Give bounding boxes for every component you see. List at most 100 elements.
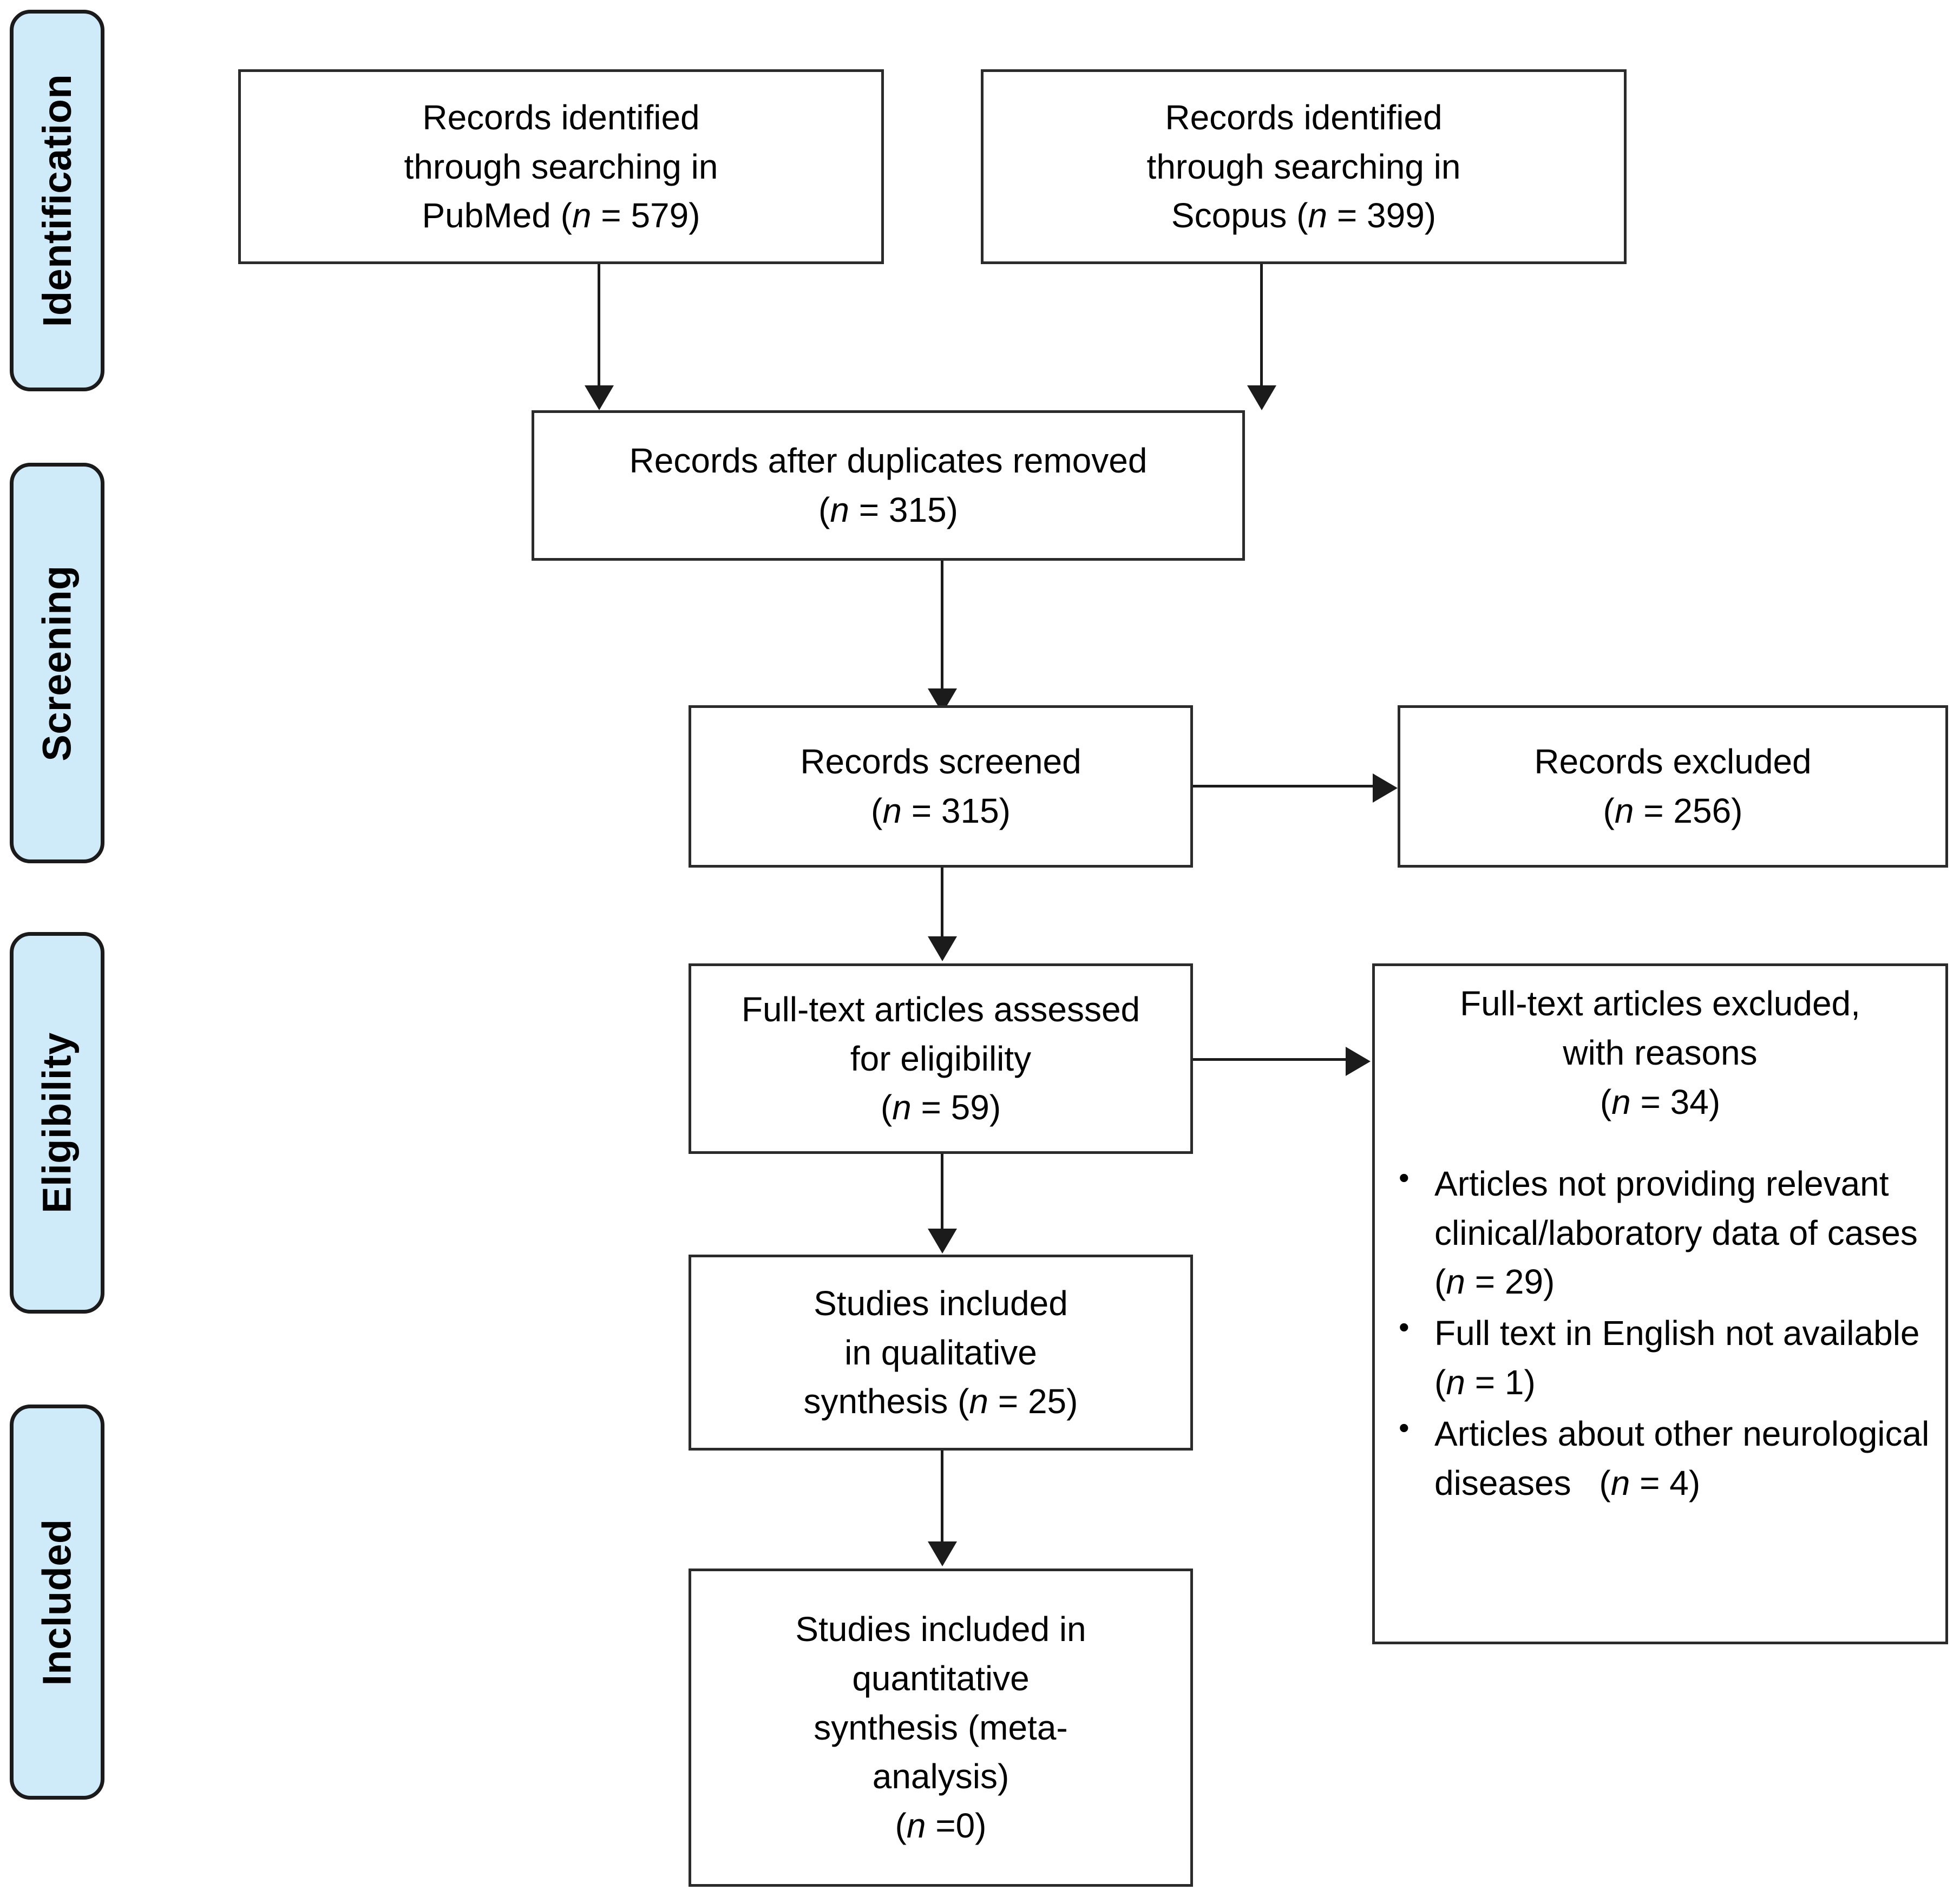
reason-0-count-post: = 29): [1465, 1262, 1555, 1302]
reasons-n-symbol: n: [1611, 1082, 1631, 1121]
scopus-line-3: Scopus (n = 399): [1171, 191, 1436, 240]
exclusion-reasons-list: Articles not providing relevant clinical…: [1389, 1156, 1931, 1510]
arrowhead-screened-to-excluded: [1373, 773, 1398, 803]
excluded-line-2: (n = 256): [1603, 786, 1743, 836]
box-fulltext-excluded-with-reasons: Full-text articles excluded, with reason…: [1372, 963, 1948, 1644]
qualitative-line-1: Studies included: [814, 1283, 1068, 1323]
reasons-heading: Full-text articles excluded, with reason…: [1389, 979, 1931, 1127]
connector-screened-to-fulltext: [941, 868, 943, 940]
reasons-line-2: with reasons: [1563, 1033, 1758, 1072]
reason-2-count-pre: (: [1599, 1463, 1611, 1502]
screened-n-symbol: n: [882, 791, 902, 830]
phase-label-included: Included: [10, 1405, 104, 1800]
arrowhead-qualitative-to-quantitative: [928, 1541, 957, 1566]
duplicates-line-2: (n = 315): [818, 485, 958, 535]
box-records-screened: Records screened (n = 315): [689, 705, 1193, 868]
reasons-count-pre: (: [1600, 1082, 1612, 1121]
duplicates-count-pre: (: [818, 490, 830, 529]
reason-1-line-c: available (n = 1): [1434, 1314, 1920, 1402]
excluded-line-1: Records excluded: [1534, 742, 1812, 782]
reason-0-line-b: relevant clinical/laboratory: [1434, 1164, 1889, 1252]
reason-2-line-c: (n = 4): [1581, 1459, 1700, 1508]
phase-label-included-text: Included: [35, 1518, 80, 1686]
qualitative-count-post: = 25): [988, 1382, 1078, 1421]
fulltext-count-post: = 59): [911, 1088, 1001, 1127]
reason-2-line-a: Articles about other: [1434, 1414, 1733, 1453]
reasons-line-1: Full-text articles excluded,: [1460, 984, 1860, 1023]
quantitative-line-5: (n =0): [895, 1801, 987, 1850]
reasons-count-post: = 34): [1630, 1082, 1721, 1121]
fulltext-count-pre: (: [880, 1088, 893, 1127]
connector-fulltext-to-qualitative: [941, 1154, 943, 1232]
fulltext-n-symbol: n: [892, 1088, 912, 1127]
reason-1-count-pre: available (: [1434, 1314, 1920, 1402]
list-item: Articles not providing relevant clinical…: [1389, 1156, 1931, 1307]
pubmed-n-symbol: n: [572, 196, 592, 235]
scopus-count-pre: Scopus (: [1171, 196, 1308, 235]
excluded-n-symbol: n: [1614, 791, 1634, 830]
scopus-count-post: = 399): [1327, 196, 1437, 235]
list-item: Articles about other neurological diseas…: [1389, 1406, 1931, 1508]
arrowhead-fulltext-to-qualitative: [928, 1229, 957, 1254]
screened-count-post: = 315): [901, 791, 1011, 830]
reason-0-line-a: Articles not providing: [1434, 1164, 1756, 1203]
quantitative-count-post: =0): [926, 1806, 987, 1846]
quantitative-line-1: Studies included in: [795, 1609, 1086, 1649]
duplicates-count-post: = 315): [849, 490, 958, 529]
arrowhead-screened-to-fulltext: [928, 936, 957, 961]
reason-0-line-c: data of cases (n = 29): [1434, 1213, 1918, 1302]
scopus-line-2: through searching in: [1146, 147, 1461, 186]
quantitative-line-2: quantitative: [852, 1658, 1030, 1698]
phase-label-screening-text: Screening: [35, 565, 80, 762]
reason-2-line-b: neurological diseases: [1434, 1414, 1930, 1502]
pubmed-count-post: = 579): [591, 196, 700, 235]
phase-label-eligibility: Eligibility: [10, 932, 104, 1314]
qualitative-n-symbol: n: [969, 1382, 989, 1421]
quantitative-n-symbol: n: [906, 1806, 926, 1846]
arrowhead-scopus-to-duplicates: [1247, 385, 1276, 410]
box-studies-included-quantitative: Studies included in quantitative synthes…: [689, 1569, 1193, 1887]
arrowhead-fulltext-to-excluded-reasons: [1346, 1047, 1371, 1076]
pubmed-line-3: PubMed (n = 579): [422, 191, 700, 240]
fulltext-line-1: Full-text articles assessed: [741, 989, 1140, 1029]
duplicates-n-symbol: n: [830, 490, 849, 529]
scopus-n-symbol: n: [1308, 196, 1328, 235]
connector-qualitative-to-quantitative: [941, 1451, 943, 1545]
box-records-excluded: Records excluded (n = 256): [1398, 705, 1948, 868]
qualitative-count-pre: synthesis (: [803, 1382, 969, 1421]
box-records-identified-scopus: Records identified through searching in …: [981, 69, 1627, 264]
phase-label-eligibility-text: Eligibility: [35, 1032, 80, 1213]
connector-duplicates-to-screened: [941, 561, 943, 692]
reason-2-n-symbol: n: [1610, 1463, 1630, 1502]
box-studies-included-qualitative: Studies included in qualitative synthesi…: [689, 1255, 1193, 1451]
screened-line-1: Records screened: [800, 742, 1081, 782]
quantitative-line-3: synthesis (meta-: [814, 1708, 1068, 1747]
fulltext-line-2: for eligibility: [850, 1039, 1032, 1078]
scopus-line-1: Records identified: [1165, 97, 1443, 137]
screened-line-2: (n = 315): [871, 786, 1011, 836]
arrowhead-pubmed-to-duplicates: [585, 385, 614, 410]
screened-count-pre: (: [871, 791, 883, 830]
reason-2-count-post: = 4): [1630, 1463, 1701, 1502]
pubmed-line-1: Records identified: [422, 97, 700, 137]
phase-label-screening: Screening: [10, 463, 104, 863]
connector-fulltext-to-excluded-reasons: [1193, 1058, 1350, 1061]
reason-0-n-symbol: n: [1446, 1262, 1465, 1302]
duplicates-line-1: Records after duplicates removed: [629, 441, 1148, 481]
reason-1-n-symbol: n: [1446, 1363, 1465, 1402]
reason-1-line-a: Full text in English not: [1434, 1314, 1774, 1353]
reasons-line-3: (n = 34): [1389, 1078, 1931, 1127]
connector-pubmed-to-duplicates: [598, 264, 600, 390]
list-item: Full text in English not available (n = …: [1389, 1305, 1931, 1407]
reason-0-count-pre: data of cases (: [1434, 1213, 1918, 1302]
reason-1-count-post: = 1): [1465, 1363, 1536, 1402]
phase-label-identification-text: Identification: [35, 74, 80, 327]
qualitative-line-3: synthesis (n = 25): [804, 1377, 1078, 1426]
box-fulltext-assessed: Full-text articles assessed for eligibil…: [689, 963, 1193, 1154]
qualitative-line-2: in qualitative: [844, 1333, 1037, 1372]
box-records-identified-pubmed: Records identified through searching in …: [238, 69, 884, 264]
fulltext-line-3: (n = 59): [881, 1083, 1001, 1132]
excluded-count-post: = 256): [1634, 791, 1743, 830]
quantitative-line-4: analysis): [872, 1757, 1010, 1796]
